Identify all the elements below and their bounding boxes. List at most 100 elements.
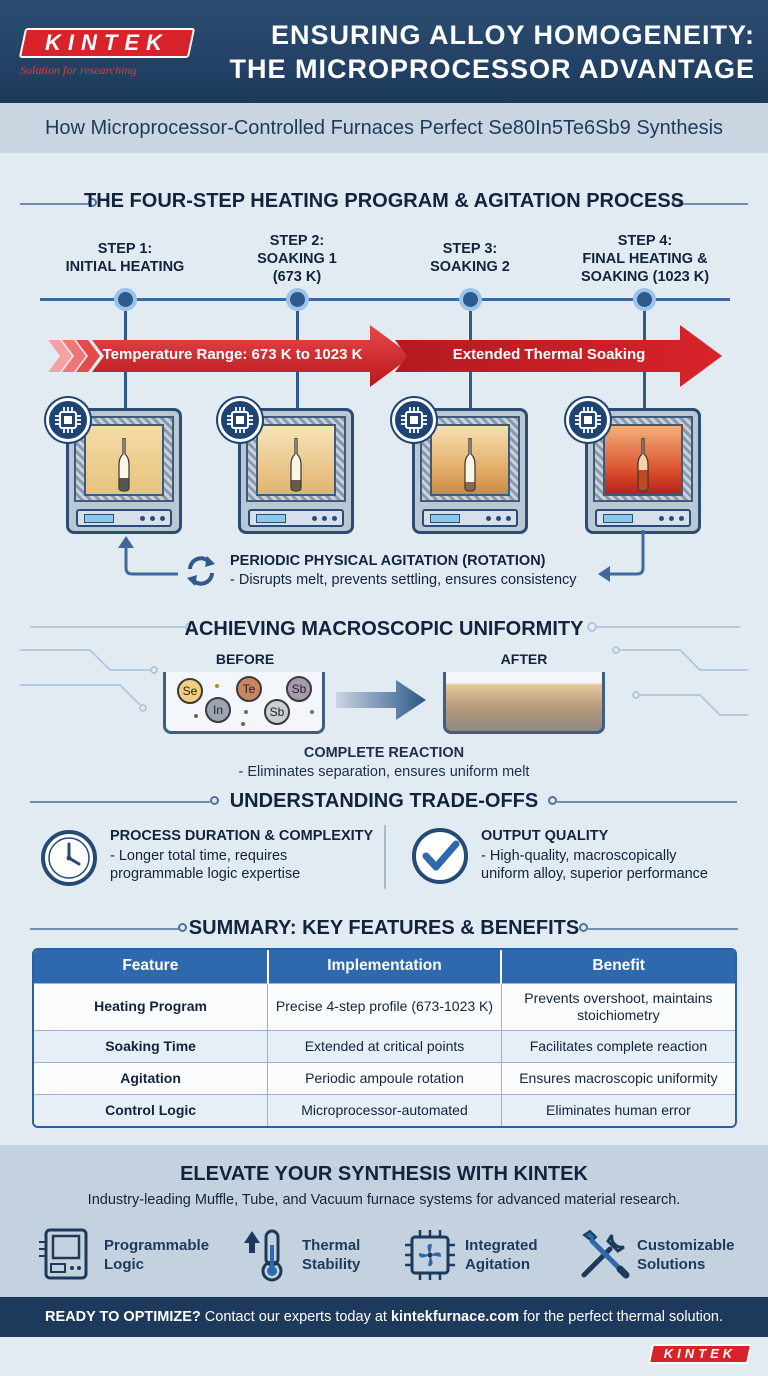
feature-label: Programmable Logic <box>104 1236 209 1274</box>
quality-title: OUTPUT QUALITY <box>481 828 609 844</box>
after-label: AFTER <box>500 651 548 667</box>
step-4-number: STEP 4: <box>617 233 673 249</box>
feature-label-line2: Stability <box>302 1256 361 1273</box>
timeline-line <box>40 298 730 301</box>
tradeoffs-title: UNDERSTANDING TRADE-OFFS <box>229 790 539 812</box>
ampoule-icon <box>290 438 302 492</box>
agitation-description: - Disrupts melt, prevents settling, ensu… <box>230 572 577 588</box>
feature-customizable-solutions[interactable]: Customizable Solutions <box>576 1227 746 1285</box>
feature-label: Integrated Agitation <box>465 1236 538 1274</box>
feature-label: Customizable Solutions <box>637 1236 735 1274</box>
page-title-line1: ENSURING ALLOY HOMOGENEITY: <box>270 20 755 50</box>
table-row: Heating Program Precise 4-step profile (… <box>34 982 735 1030</box>
element-sb-2: Sb <box>264 699 290 725</box>
timeline-node-4[interactable] <box>633 288 656 311</box>
timeline-node-1[interactable] <box>114 288 137 311</box>
table-cell: Precise 4-step profile (673-1023 K) <box>267 982 502 1030</box>
step-3-label: STEP 3: SOAKING 2 <box>395 240 545 276</box>
after-crucible <box>443 672 605 734</box>
complete-reaction-description: - Eliminates separation, ensures uniform… <box>238 764 530 780</box>
section-dot <box>178 923 187 932</box>
circuit-decoration <box>20 622 748 716</box>
ampoule-icon <box>118 438 130 492</box>
section-dot <box>88 198 97 207</box>
column-header-feature: Feature <box>34 950 269 983</box>
step-3-number: STEP 3: <box>442 241 498 257</box>
feature-label-line1: Customizable <box>637 1237 735 1254</box>
section-dot <box>672 198 681 207</box>
temperature-arrows <box>48 325 722 387</box>
thermometer-icon <box>244 1229 283 1282</box>
step-1-name: INITIAL HEATING <box>65 259 185 275</box>
timeline-node-3[interactable] <box>459 288 482 311</box>
section-dot <box>210 796 219 805</box>
step-2-label: STEP 2: SOAKING 1 (673 K) <box>222 232 372 286</box>
step-2-temp: (673 K) <box>272 269 322 285</box>
chip-fan-icon <box>405 1230 455 1280</box>
section-divider <box>30 801 210 803</box>
logo-tagline: Solution for researching <box>20 63 137 77</box>
feature-label-line2: Agitation <box>465 1256 530 1273</box>
contact-text: Contact our experts today at <box>200 1309 391 1325</box>
uniformity-title: ACHIEVING MACROSCOPIC UNIFORMITY <box>184 618 584 640</box>
step-2-name: SOAKING 1 <box>257 251 337 267</box>
table-row: Control Logic Microprocessor-automated E… <box>34 1093 735 1126</box>
feature-label-line2: Solutions <box>637 1256 706 1273</box>
feature-thermal-stability[interactable]: Thermal Stability <box>240 1227 390 1285</box>
ampoule-icon <box>637 438 649 492</box>
summary-title: SUMMARY: KEY FEATURES & BENEFITS <box>188 917 580 939</box>
step-4-temp: SOAKING (1023 K) <box>580 269 710 285</box>
contact-banner: READY TO OPTIMIZE? Contact our experts t… <box>0 1297 768 1337</box>
page-subtitle: How Microprocessor-Controlled Furnaces P… <box>0 103 768 153</box>
section-divider <box>30 928 180 930</box>
ampoule-icon <box>464 438 476 492</box>
logo-text: KINTEK <box>45 30 169 55</box>
soaking-label: Extended Thermal Soaking <box>452 346 646 363</box>
table-row: Agitation Periodic ampoule rotation Ensu… <box>34 1061 735 1094</box>
table-cell: Ensures macroscopic uniformity <box>501 1061 735 1094</box>
feature-label-line1: Programmable <box>104 1237 210 1254</box>
table-cell: Eliminates human error <box>501 1093 735 1126</box>
section-divider <box>20 203 90 205</box>
temp-range-arrow <box>92 325 412 387</box>
transform-arrow-icon <box>336 680 426 720</box>
furnace-step-2 <box>238 408 354 534</box>
feature-programmable-logic[interactable]: Programmable Logic <box>36 1227 216 1285</box>
table-cell: Periodic ampoule rotation <box>267 1061 502 1094</box>
cta-title: ELEVATE YOUR SYNTHESIS WITH KINTEK <box>180 1163 588 1185</box>
microchip-icon <box>566 398 610 442</box>
duration-line-1: - Longer total time, requires <box>110 848 288 864</box>
step-1-label: STEP 1: INITIAL HEATING <box>50 240 200 276</box>
cta-subtitle: Industry-leading Muffle, Tube, and Vacuu… <box>87 1192 681 1208</box>
checkmark-icon <box>412 828 468 884</box>
table-cell: Control Logic <box>34 1093 269 1126</box>
duration-line-2: programmable logic expertise <box>110 866 301 882</box>
microchip-icon <box>392 398 436 442</box>
website-link[interactable]: kintekfurnace.com <box>390 1309 520 1325</box>
column-header-implementation: Implementation <box>267 950 503 983</box>
furnace-step-4 <box>585 408 701 534</box>
table-cell: Extended at critical points <box>267 1029 502 1062</box>
cta-panel <box>0 1145 768 1297</box>
feature-label-line2: Logic <box>104 1256 144 1273</box>
furnace-icon <box>39 1228 88 1280</box>
footer-logo-text: KINTEK <box>663 1346 737 1361</box>
process-title: THE FOUR-STEP HEATING PROGRAM & AGITATIO… <box>83 190 685 212</box>
temp-range-label: Temperature Range: 673 K to 1023 K <box>102 346 363 363</box>
header: KINTEK Solution for researching ENSURING… <box>0 0 768 103</box>
table-cell: Prevents overshoot, maintains stoichiome… <box>501 982 735 1030</box>
quality-line-2: uniform alloy, superior performance <box>481 866 708 882</box>
step-4-name: FINAL HEATING & <box>582 251 708 267</box>
element-sb: Sb <box>286 676 312 702</box>
tradeoffs-divider <box>384 825 386 889</box>
furnace-step-1 <box>66 408 182 534</box>
feature-integrated-agitation[interactable]: Integrated Agitation <box>402 1227 562 1285</box>
section-dot <box>579 923 588 932</box>
table-cell: Facilitates complete reaction <box>501 1029 735 1062</box>
before-label: BEFORE <box>215 651 275 667</box>
feature-label: Thermal Stability <box>302 1236 360 1274</box>
table-header-row: Feature Implementation Benefit <box>34 950 735 983</box>
timeline-node-2[interactable] <box>286 288 309 311</box>
section-dot <box>548 796 557 805</box>
section-divider <box>557 801 737 803</box>
